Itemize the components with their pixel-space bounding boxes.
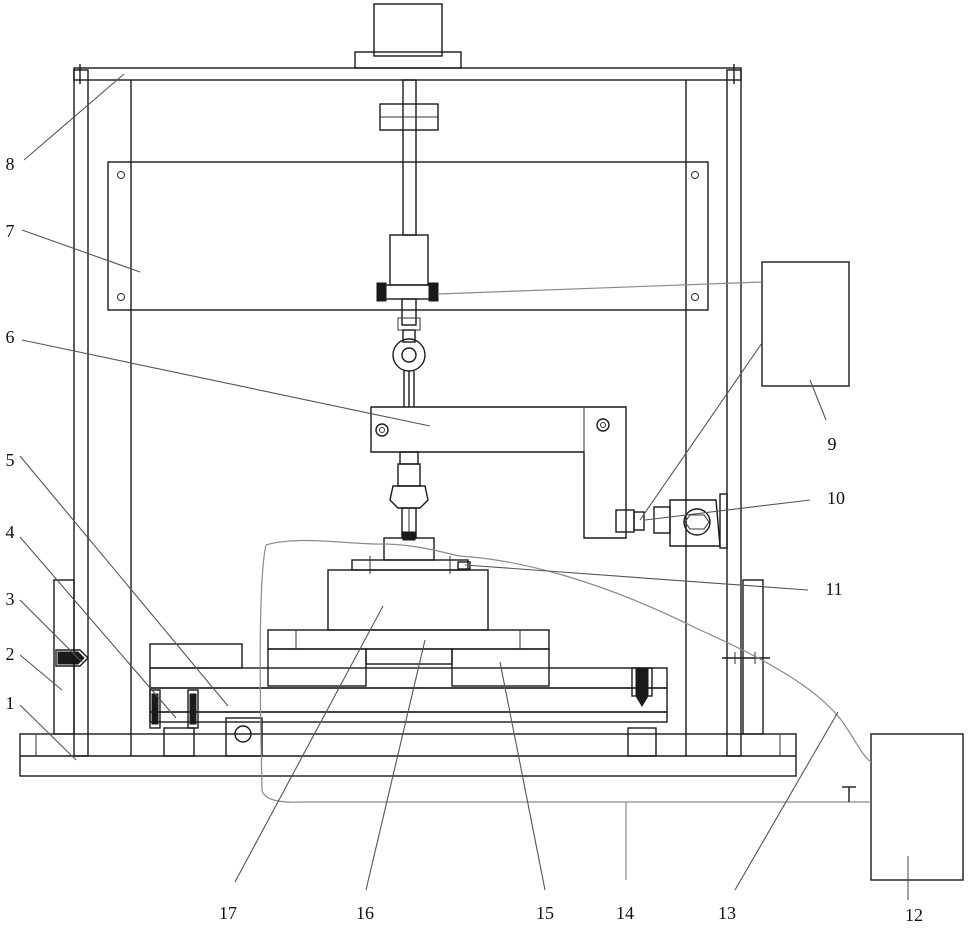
displacement-sensor [616, 494, 727, 548]
load-cell [377, 235, 438, 330]
wiring [260, 282, 871, 880]
pin-joint [393, 330, 425, 407]
ref-label-5: 5 [6, 450, 15, 470]
ref-label-3: 3 [6, 589, 15, 609]
lead-screw [380, 80, 438, 235]
ref-label-6: 6 [6, 327, 15, 347]
ref-label-13: 13 [718, 903, 736, 923]
ref-label-7: 7 [6, 221, 15, 241]
ref-label-4: 4 [6, 522, 15, 542]
controller-box [762, 262, 849, 386]
ref-label-12: 12 [905, 905, 923, 925]
ref-label-1: 1 [6, 693, 15, 713]
reference-numerals: 8 7 6 5 4 3 2 1 9 10 11 12 13 14 15 16 1… [6, 154, 924, 925]
base-plate [20, 734, 796, 776]
ref-label-10: 10 [827, 488, 845, 508]
acquisition-box [871, 734, 963, 880]
ref-label-2: 2 [6, 644, 15, 664]
bed-feet [164, 718, 656, 756]
sliding-stage [268, 630, 549, 686]
indenter [390, 452, 428, 540]
ref-label-14: 14 [616, 903, 634, 923]
ref-label-17: 17 [219, 903, 237, 923]
ref-label-9: 9 [828, 434, 837, 454]
ref-label-11: 11 [825, 579, 842, 599]
ref-label-15: 15 [536, 903, 554, 923]
ref-label-8: 8 [6, 154, 15, 174]
drive-motor [355, 4, 461, 68]
specimen-block [328, 570, 488, 630]
frame [74, 64, 741, 756]
ref-label-16: 16 [356, 903, 374, 923]
side-bracket-right [743, 580, 763, 734]
